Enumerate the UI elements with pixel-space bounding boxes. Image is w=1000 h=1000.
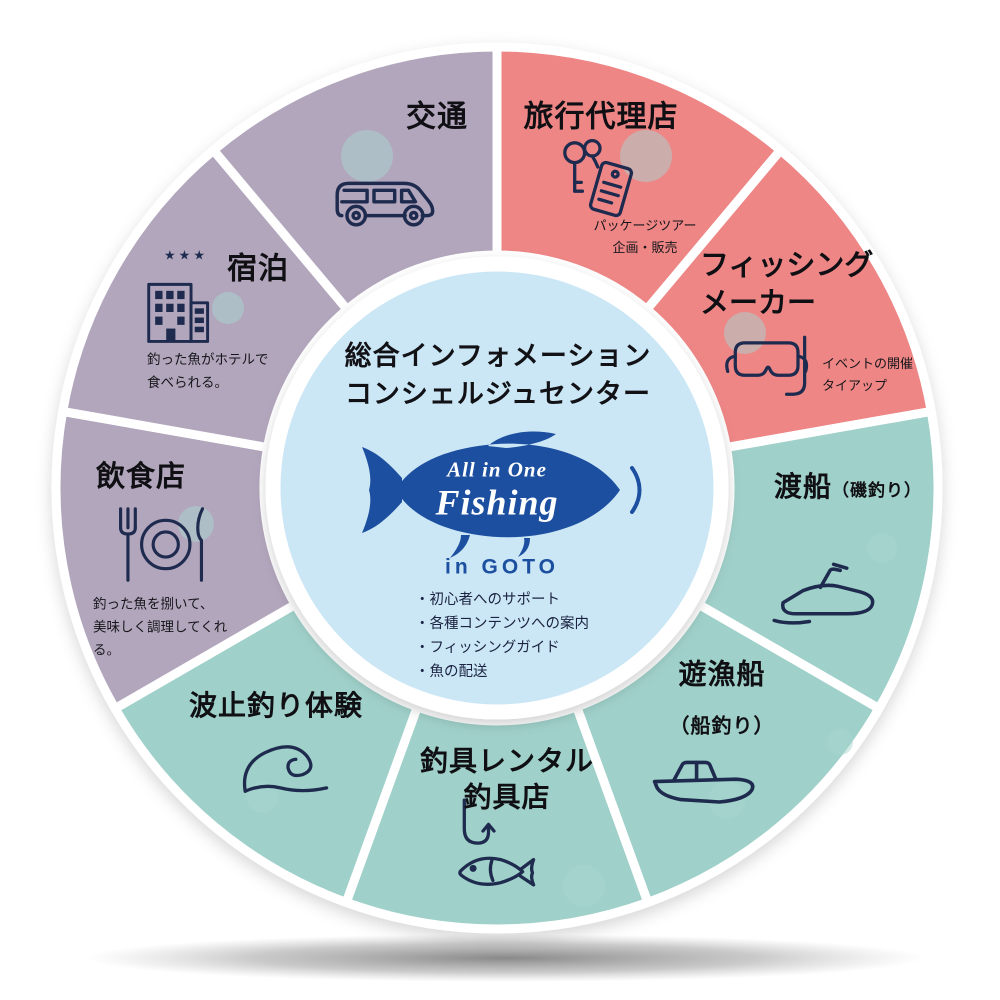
center-services-list: ・初心者へのサポート ・各種コンテンツへの案内 ・フィッシングガイド ・魚の配送 [415,592,589,680]
segment-restaurant [51,406,300,713]
ferry-sub-label: （磯釣り） [832,480,923,500]
fishing-boat-main-label: 遊漁船 [678,658,766,690]
diving-mask-icon [725,335,809,396]
fish-gill-mark [630,466,642,514]
fish-hook-icon [458,798,536,887]
segment-label-fishing-maker: フィッシング メーカー [700,249,874,319]
center-location: in GOTO [445,555,559,579]
segment-label-tackle-shop: 釣具レンタル 釣具店 [419,745,595,813]
segment-label-travel-agency: 旅行代理店 [523,100,679,134]
logo-text-line2: Fishing [435,482,559,523]
segment-label-breakwater: 波止釣り体験 [188,689,364,721]
segment-desc-travel-agency: パッケージツアー 企画・販売 [593,217,697,255]
jet-ski-icon [772,562,875,625]
segment-label-fishing-boat: 遊漁船 （船釣り） [670,636,775,761]
segment-lodging [58,145,352,452]
fish-logo [362,431,642,558]
boat-icon [652,760,755,804]
segment-label-transport: 交通 [406,100,468,134]
segment-fishing-boat [572,600,884,907]
decor-bubbles [178,130,897,907]
ground-shadow [85,934,925,982]
segment-desc-lodging: 釣った魚がホテルで 食べられる。 [147,352,269,390]
segment-desc-restaurant: 釣った魚を捌いて、 美味しく調理してくれ る。 [93,596,228,658]
segment-fishing-maker [642,145,936,452]
center-title: 総合インフォメーション コンシェルジュセンター [344,341,652,409]
cutlery-icon [119,507,205,582]
segment-desc-fishing-maker: イベントの開催 タイアップ [822,355,914,393]
segment-label-restaurant: 飲食店 [95,461,187,494]
hotel-icon [147,282,210,343]
segment-label-ferry: 渡船（磯釣り） [774,469,922,505]
fishing-boat-sub-label: （船釣り） [669,715,775,738]
logo-text-line1: All in One [447,457,547,482]
wave-icon [242,745,329,793]
segment-label-lodging: 宿泊 [227,252,289,286]
car-icon [335,181,435,227]
keys-icon [563,138,634,218]
lodging-stars: ★★★ [164,247,208,263]
ferry-main-label: 渡船 [773,470,833,502]
